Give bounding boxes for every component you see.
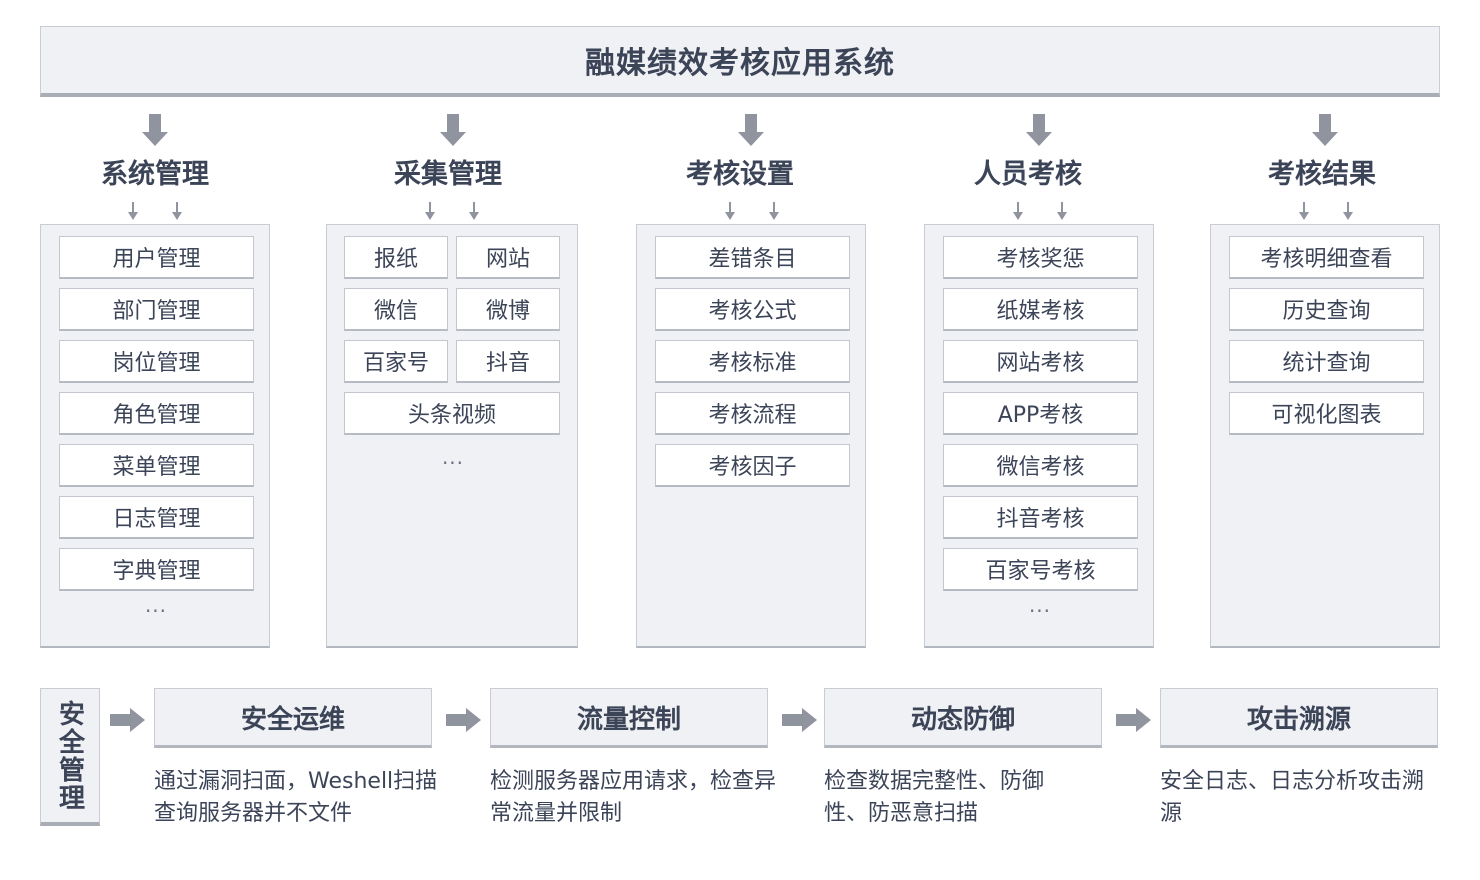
small-down-arrow-icon <box>469 202 479 220</box>
module-item-website[interactable]: 网站 <box>456 236 560 279</box>
module-item-newspaper[interactable]: 报纸 <box>344 236 448 279</box>
small-down-arrow-icon <box>769 202 779 220</box>
module-panel-collection: 报纸 网站 微信 微博 百家号 抖音 头条视频 ··· <box>326 224 578 648</box>
module-item-website-assessment[interactable]: 网站考核 <box>943 340 1138 383</box>
module-panel-system: 用户管理 部门管理 岗位管理 角色管理 菜单管理 日志管理 字典管理 ··· <box>40 224 270 648</box>
module-item-baijiahao-assessment[interactable]: 百家号考核 <box>943 548 1138 591</box>
module-item-toutiao-video[interactable]: 头条视频 <box>344 392 560 435</box>
down-arrow-icon <box>142 114 168 148</box>
security-step-title: 动态防御 <box>910 704 1015 735</box>
more-ellipsis: ··· <box>441 451 465 475</box>
module-item-douyin[interactable]: 抖音 <box>456 340 560 383</box>
down-arrow-icon <box>1312 114 1338 148</box>
module-item-role[interactable]: 角色管理 <box>59 392 254 435</box>
module-title-results: 考核结果 <box>1268 159 1376 190</box>
small-down-arrow-icon <box>128 202 138 220</box>
small-down-arrow-icon <box>725 202 735 220</box>
down-arrow-icon <box>738 114 764 148</box>
more-ellipsis: ··· <box>1028 599 1052 623</box>
system-title: 融媒绩效考核应用系统 <box>585 46 895 81</box>
module-item-visual-chart[interactable]: 可视化图表 <box>1229 392 1424 435</box>
module-item-app-assessment[interactable]: APP考核 <box>943 392 1138 435</box>
module-item-wechat[interactable]: 微信 <box>344 288 448 331</box>
module-item-process[interactable]: 考核流程 <box>655 392 850 435</box>
right-arrow-icon <box>110 708 146 732</box>
security-step-traffic: 流量控制 <box>490 688 768 748</box>
module-item-weibo[interactable]: 微博 <box>456 288 560 331</box>
module-item-douyin-assessment[interactable]: 抖音考核 <box>943 496 1138 539</box>
small-down-arrow-icon <box>425 202 435 220</box>
right-arrow-icon <box>1116 708 1152 732</box>
security-step-defense: 动态防御 <box>824 688 1102 748</box>
module-title-system: 系统管理 <box>101 159 209 190</box>
down-arrow-icon <box>440 114 466 148</box>
module-title-staff-assessment: 人员考核 <box>974 159 1082 190</box>
security-step-description: 检测服务器应用请求，检查异常流量并限制 <box>490 769 777 826</box>
module-item-statistics-query[interactable]: 统计查询 <box>1229 340 1424 383</box>
module-item-post[interactable]: 岗位管理 <box>59 340 254 383</box>
more-ellipsis: ··· <box>144 599 168 623</box>
right-arrow-icon <box>782 708 818 732</box>
module-item-standard[interactable]: 考核标准 <box>655 340 850 383</box>
small-down-arrow-icon <box>1057 202 1067 220</box>
security-step-description: 检查数据完整性、防御性、防恶意扫描 <box>824 769 1045 826</box>
module-item-history-query[interactable]: 历史查询 <box>1229 288 1424 331</box>
down-arrow-icon <box>1026 114 1052 148</box>
module-item-factor[interactable]: 考核因子 <box>655 444 850 487</box>
module-panel-results: 考核明细查看 历史查询 统计查询 可视化图表 <box>1210 224 1440 648</box>
module-item-log[interactable]: 日志管理 <box>59 496 254 539</box>
module-item-print-assessment[interactable]: 纸媒考核 <box>943 288 1138 331</box>
module-item-menu[interactable]: 菜单管理 <box>59 444 254 487</box>
module-item-user[interactable]: 用户管理 <box>59 236 254 279</box>
security-step-traceback: 攻击溯源 <box>1160 688 1438 748</box>
security-step-description: 安全日志、日志分析攻击溯源 <box>1160 769 1425 826</box>
small-down-arrow-icon <box>1299 202 1309 220</box>
security-step-title: 攻击溯源 <box>1246 704 1351 735</box>
module-item-baijiahao[interactable]: 百家号 <box>344 340 448 383</box>
security-label-text: 安全管理 <box>54 699 85 812</box>
module-item-reward-punish[interactable]: 考核奖惩 <box>943 236 1138 279</box>
module-title-assessment-settings: 考核设置 <box>686 159 794 190</box>
security-step-ops: 安全运维 <box>154 688 432 748</box>
system-title-banner: 融媒绩效考核应用系统 <box>40 26 1440 97</box>
module-panel-assessment-settings: 差错条目 考核公式 考核标准 考核流程 考核因子 <box>636 224 866 648</box>
right-arrow-icon <box>446 708 482 732</box>
small-down-arrow-icon <box>172 202 182 220</box>
module-panel-staff-assessment: 考核奖惩 纸媒考核 网站考核 APP考核 微信考核 抖音考核 百家号考核 ··· <box>924 224 1154 648</box>
module-item-formula[interactable]: 考核公式 <box>655 288 850 331</box>
small-down-arrow-icon <box>1343 202 1353 220</box>
security-management-label: 安全管理 <box>40 688 100 826</box>
small-down-arrow-icon <box>1013 202 1023 220</box>
module-title-collection: 采集管理 <box>394 159 502 190</box>
module-item-error-entries[interactable]: 差错条目 <box>655 236 850 279</box>
module-item-wechat-assessment[interactable]: 微信考核 <box>943 444 1138 487</box>
security-step-title: 流量控制 <box>576 704 681 735</box>
security-step-description: 通过漏洞扫面，Weshell扫描查询服务器并不文件 <box>154 769 438 826</box>
module-item-department[interactable]: 部门管理 <box>59 288 254 331</box>
security-step-title: 安全运维 <box>240 704 345 735</box>
module-item-detail-view[interactable]: 考核明细查看 <box>1229 236 1424 279</box>
module-item-dictionary[interactable]: 字典管理 <box>59 548 254 591</box>
